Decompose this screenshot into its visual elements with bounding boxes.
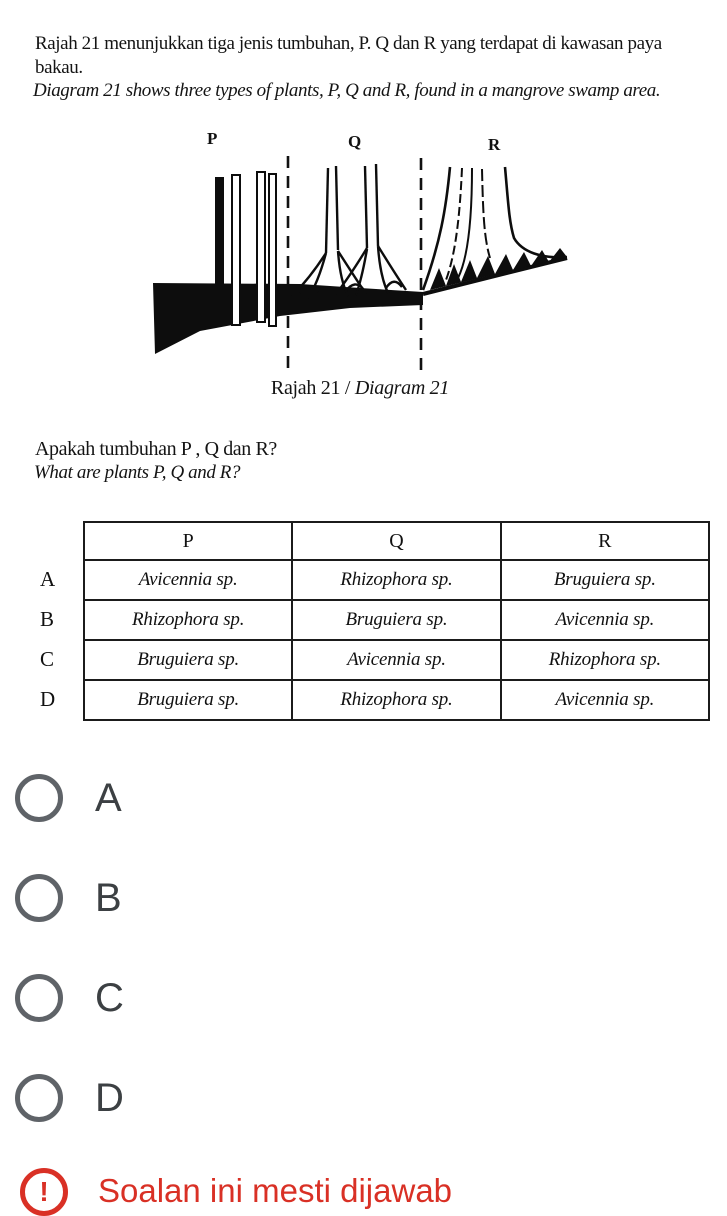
cell-d-q: Rhizophora sp. — [291, 679, 502, 721]
required-error-message: ! Soalan ini mesti dijawab — [20, 1168, 452, 1216]
cell-d-p: Bruguiera sp. — [82, 679, 294, 721]
cell-c-r: Rhizophora sp. — [499, 639, 711, 681]
cell-c-q: Avicennia sp. — [291, 639, 502, 681]
row-label-c: C — [40, 646, 55, 671]
diagram-label-p: P — [207, 129, 217, 148]
answer-table-block: A B C D P Q R Avicennia sp. Rhizophora s… — [40, 521, 711, 721]
diagram-caption-ms: Rajah 21 / — [270, 377, 355, 399]
plant-q-stilt-roots — [291, 163, 407, 299]
radio-button-a[interactable] — [15, 774, 63, 822]
cell-b-r: Avicennia sp. — [499, 599, 711, 641]
subquestion-en-text: What are plants P, Q and R? — [34, 462, 241, 483]
cell-b-p: Rhizophora sp. — [82, 599, 294, 641]
plant-r-buttress-trunk — [421, 166, 568, 291]
cell-c-p: Bruguiera sp. — [82, 639, 294, 681]
question-text-ms-line1: Rajah 21 menunjukkan tiga jenis tumbuhan… — [35, 33, 662, 55]
cell-a-q: Rhizophora sp. — [291, 559, 502, 601]
subquestion-en: What are plants P, Q and R? — [34, 462, 241, 484]
row-label-a: A — [40, 566, 56, 591]
radio-button-c[interactable] — [15, 974, 63, 1022]
question-text-ms-line2: bakau. — [35, 57, 83, 79]
cell-a-p: Avicennia sp. — [82, 559, 294, 601]
question-text-ms-line1-text: Rajah 21 menunjukkan tiga jenis tumbuhan… — [35, 33, 662, 54]
diagram-caption-en: Diagram 21 — [354, 377, 450, 399]
option-c-label: C — [95, 976, 124, 1020]
col-header-r: R — [499, 521, 711, 561]
required-error-icon: ! — [20, 1168, 68, 1216]
subquestion-ms-text: Apakah tumbuhan P , Q dan R? — [35, 438, 277, 460]
option-d[interactable]: D — [15, 1073, 124, 1123]
answer-table-row-labels: A B C D — [40, 521, 83, 721]
diagram-label-q: Q — [348, 132, 361, 151]
option-b-label: B — [95, 876, 122, 920]
subquestion-ms: Apakah tumbuhan P , Q dan R? — [35, 438, 277, 461]
option-d-label: D — [95, 1076, 124, 1120]
required-error-text: Soalan ini mesti dijawab — [98, 1172, 453, 1209]
table-row: Avicennia sp. Rhizophora sp. Bruguiera s… — [82, 559, 711, 601]
cell-d-r: Avicennia sp. — [499, 679, 711, 721]
answer-table: P Q R Avicennia sp. Rhizophora sp. Brugu… — [82, 521, 711, 721]
diagram-caption: Rajah 21 / Diagram 21 — [140, 377, 580, 400]
table-row: Bruguiera sp. Avicennia sp. Rhizophora s… — [82, 639, 711, 681]
diagram-label-r: R — [488, 135, 501, 154]
row-label-b: B — [40, 606, 55, 631]
radio-button-d[interactable] — [15, 1074, 63, 1122]
table-header-row: P Q R — [82, 521, 711, 561]
question-text-ms-line2-text: bakau. — [35, 57, 83, 78]
option-b[interactable]: B — [15, 873, 122, 923]
table-row: Bruguiera sp. Rhizophora sp. Avicennia s… — [82, 679, 711, 721]
cell-b-q: Bruguiera sp. — [291, 599, 502, 641]
option-c[interactable]: C — [15, 973, 124, 1023]
question-text-en: Diagram 21 shows three types of plants, … — [33, 80, 661, 102]
col-header-p: P — [82, 521, 294, 561]
question-text-en-text: Diagram 21 shows three types of plants, … — [33, 80, 661, 101]
option-a-label: A — [95, 776, 122, 820]
mangrove-plants-diagram: P Q R — [153, 129, 568, 370]
option-a[interactable]: A — [15, 773, 122, 823]
plant-p-trunks — [215, 171, 277, 327]
table-row: Rhizophora sp. Bruguiera sp. Avicennia s… — [82, 599, 711, 641]
cell-a-r: Bruguiera sp. — [499, 559, 711, 601]
row-label-d: D — [40, 686, 56, 711]
col-header-q: Q — [291, 521, 502, 561]
radio-button-b[interactable] — [15, 874, 63, 922]
ground-slope-line — [422, 256, 568, 296]
